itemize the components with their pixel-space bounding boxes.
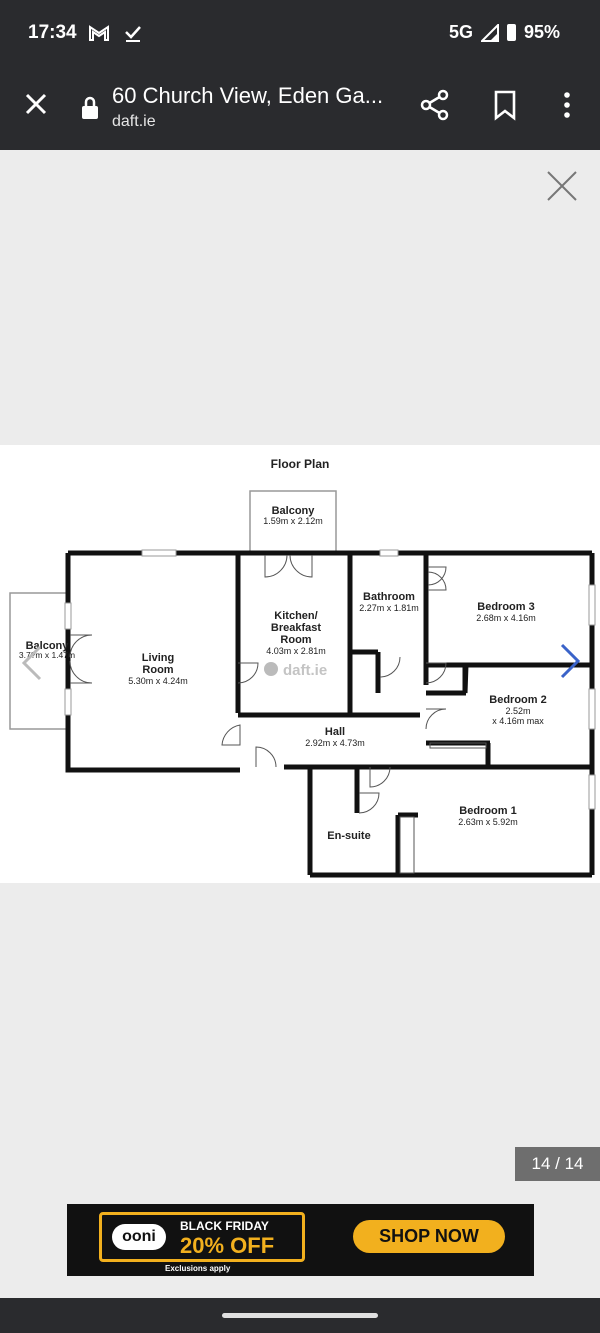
status-notification-icons <box>88 22 143 43</box>
status-right: 5G 95% <box>449 22 560 43</box>
gmail-icon <box>89 25 109 42</box>
download-done-icon <box>125 26 141 43</box>
balcony-left-size: 3.7?m x 1.47m <box>19 650 75 660</box>
floor-plan-title: Floor Plan <box>271 457 330 471</box>
battery-icon <box>506 24 516 41</box>
living-size: 5.30m x 4.24m <box>128 676 188 686</box>
lock-icon[interactable] <box>80 96 100 120</box>
shop-now-button[interactable]: SHOP NOW <box>353 1220 505 1253</box>
kitchen-size: 4.03m x 2.81m <box>266 646 326 656</box>
bedroom1-label: Bedroom 1 <box>459 805 516 817</box>
bedroom2-size-line-1: 2.52m <box>505 706 530 716</box>
bedroom3-label: Bedroom 3 <box>477 601 534 613</box>
hall-label: Hall <box>325 726 345 738</box>
page-title[interactable]: 60 Church View, Eden Ga... <box>112 83 384 108</box>
living-label-line-2: Room <box>142 664 173 676</box>
previous-image-arrow-icon[interactable] <box>21 645 42 681</box>
living-label-line-1: Living <box>142 652 174 664</box>
system-nav-bar <box>0 1298 600 1333</box>
balcony-top-label: Balcony <box>272 505 316 517</box>
status-bar: 17:34 5G 95% <box>0 0 600 66</box>
bedroom2-label: Bedroom 2 <box>489 694 546 706</box>
floor-plan-image: Floor Plan <box>0 445 600 883</box>
ad-offer-box: ooni BLACK FRIDAY 20% OFF <box>99 1212 305 1262</box>
bedroom1-size: 2.63m x 5.92m <box>458 817 518 827</box>
network-label: 5G <box>448 22 473 42</box>
kitchen-label-line-2: Breakfast <box>271 622 321 634</box>
ensuite-label: En-suite <box>327 830 370 842</box>
ad-headline: BLACK FRIDAY <box>180 1219 269 1233</box>
custom-tab-toolbar: 60 Church View, Eden Ga... daft.ie <box>0 66 600 150</box>
bathroom-size: 2.27m x 1.81m <box>359 603 419 613</box>
bedroom3-size: 2.68m x 4.16m <box>476 613 536 623</box>
next-image-arrow-icon[interactable] <box>560 643 581 679</box>
balcony-left-outline <box>9 592 69 730</box>
windows <box>64 549 596 810</box>
signal-icon <box>480 23 499 42</box>
doors <box>69 554 487 874</box>
daft-watermark-icon <box>264 662 278 676</box>
hall-size: 2.92m x 4.73m <box>305 738 365 748</box>
close-tab-icon[interactable] <box>22 90 50 118</box>
ad-banner[interactable]: ooni BLACK FRIDAY 20% OFF Exclusions app… <box>67 1204 534 1276</box>
ad-offer: 20% OFF <box>180 1233 275 1258</box>
daft-watermark: daft.ie <box>283 662 327 679</box>
share-icon[interactable] <box>418 88 452 122</box>
status-time: 17:34 <box>28 22 77 43</box>
bookmark-icon[interactable] <box>488 88 522 122</box>
kitchen-label-line-1: Kitchen/ <box>274 610 317 622</box>
bedroom2-size-line-2: x 4.16m max <box>492 716 544 726</box>
more-menu-icon[interactable] <box>550 88 584 122</box>
ad-disclaimer: Exclusions apply <box>165 1264 231 1273</box>
floor-plan-drawing: Floor Plan <box>9 457 596 878</box>
image-counter: 14 / 14 <box>515 1147 600 1181</box>
ooni-logo: ooni <box>112 1224 166 1250</box>
gesture-handle[interactable] <box>222 1313 378 1318</box>
kitchen-label-line-3: Room <box>280 634 311 646</box>
bathroom-label: Bathroom <box>363 591 415 603</box>
battery-level: 95% <box>523 22 560 42</box>
gallery-close-icon[interactable] <box>545 169 579 203</box>
balcony-top-size: 1.59m x 2.12m <box>263 516 323 526</box>
page-host[interactable]: daft.ie <box>112 113 156 130</box>
